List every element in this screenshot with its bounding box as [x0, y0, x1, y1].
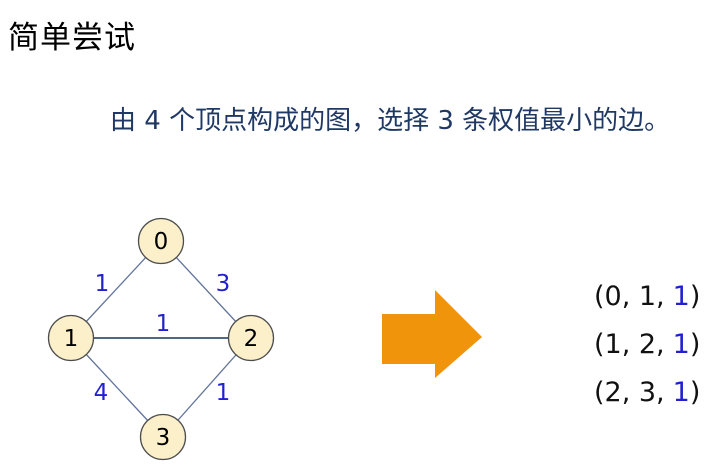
graph-node-3: 3	[139, 413, 187, 461]
node-1-label: 1	[64, 326, 79, 352]
edge-tuple-prefix: (1, 2,	[594, 329, 665, 360]
node-3-circle	[139, 413, 187, 461]
node-2-circle	[227, 314, 275, 362]
selected-edge-row: (1, 2,1)	[594, 321, 700, 369]
right-arrow-icon	[382, 290, 482, 378]
edge-tuple-prefix: (2, 3,	[594, 377, 665, 408]
edge-weight-1-2: 1	[156, 311, 171, 337]
node-0-circle	[137, 217, 185, 265]
node-2-label: 2	[244, 326, 259, 352]
graph-node-1: 1	[47, 314, 95, 362]
edge-weight-0-1: 1	[95, 271, 110, 297]
subtitle-text: 由 4 个顶点构成的图，选择 3 条权值最小的边。	[110, 106, 671, 136]
node-0-label: 0	[154, 229, 169, 255]
edge-tuple-suffix: )	[689, 281, 701, 312]
selected-edge-row: (0, 1,1)	[594, 273, 700, 321]
node-1-circle	[47, 314, 95, 362]
edge-tuple-weight: 1	[672, 377, 690, 408]
edge-weight-1-3: 4	[94, 380, 109, 406]
edge-tuple-weight: 1	[672, 281, 690, 312]
edge-weight-2-3: 1	[216, 380, 231, 406]
selected-edges-list: (0, 1,1) (1, 2,1) (2, 3,1)	[594, 273, 700, 417]
edge-tuple-suffix: )	[689, 329, 701, 360]
graph-node-0: 0	[137, 217, 185, 265]
graph-node-2: 2	[227, 314, 275, 362]
edge-tuple-prefix: (0, 1,	[594, 281, 665, 312]
page-title: 简单尝试	[8, 20, 136, 56]
selected-edge-row: (2, 3,1)	[594, 369, 700, 417]
edge-tuple-suffix: )	[689, 377, 701, 408]
edge-tuple-weight: 1	[672, 329, 690, 360]
edge-weight-0-2: 3	[216, 271, 231, 297]
node-3-label: 3	[156, 425, 171, 451]
